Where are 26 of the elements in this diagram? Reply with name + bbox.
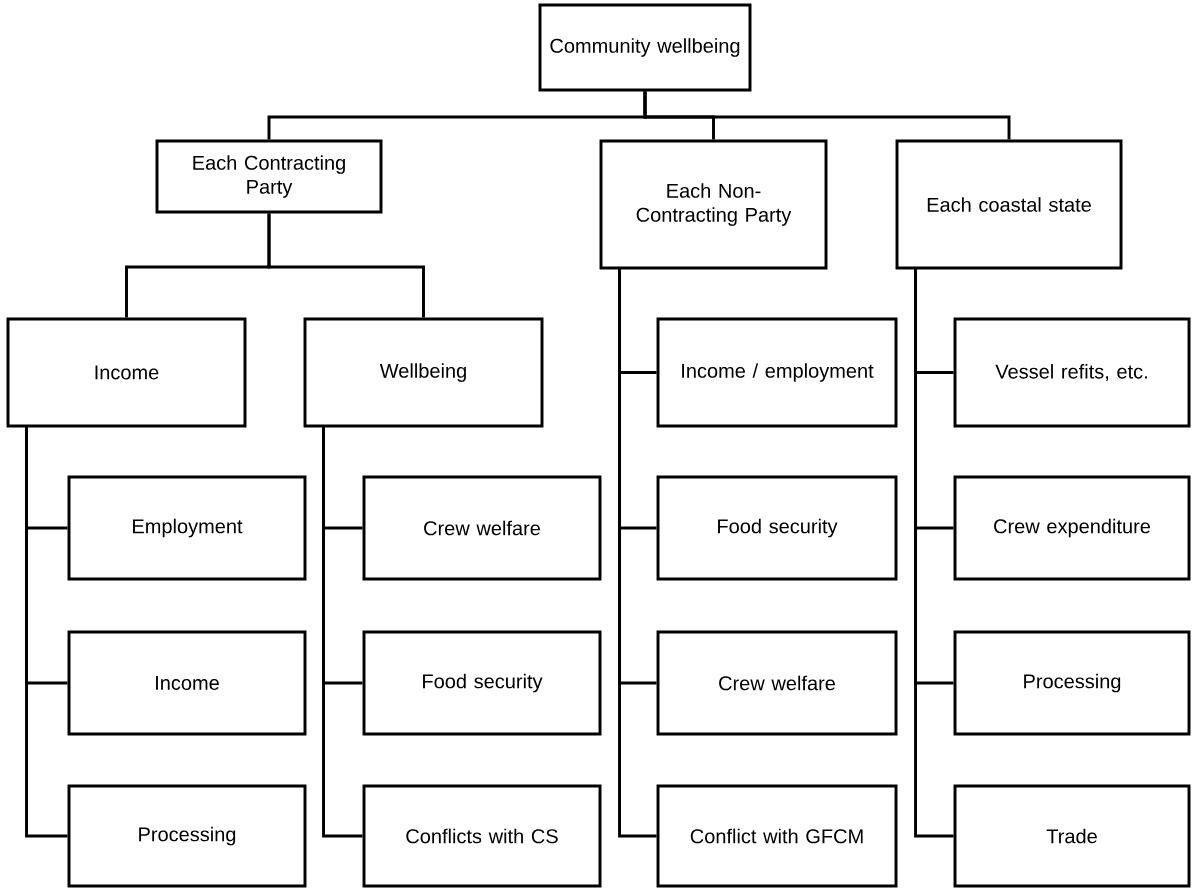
category-box: Income [67,630,307,736]
connector-line [914,269,954,838]
category-box: Conflict with GFCM [656,784,898,888]
category-box: Crew welfare [362,475,602,581]
category-box: Each Non-Contracting Party [599,139,828,270]
category-box: Food security [362,630,602,736]
connector-line [322,427,363,838]
category-box: Community wellbeing [538,3,752,92]
category-box: Income [6,317,247,428]
category-box: Processing [67,784,307,888]
category-box: Income / employment [656,317,898,428]
category-box: Conflicts with CS [362,784,602,888]
connector-line [25,427,68,838]
category-box: Food security [656,475,898,581]
connector-line [267,213,425,318]
category-box: Crew expenditure [953,475,1191,581]
category-box: Processing [953,630,1191,736]
category-box: Vessel refits, etc. [953,317,1191,428]
connector-line [618,269,657,838]
category-box: Each coastal state [895,139,1123,270]
category-box: Wellbeing [303,317,544,428]
category-box: Trade [953,784,1191,888]
category-box: Employment [67,475,307,581]
category-box: Crew welfare [656,630,898,736]
category-box: Each Contracting Party [155,139,383,214]
connector-line [643,91,1011,140]
